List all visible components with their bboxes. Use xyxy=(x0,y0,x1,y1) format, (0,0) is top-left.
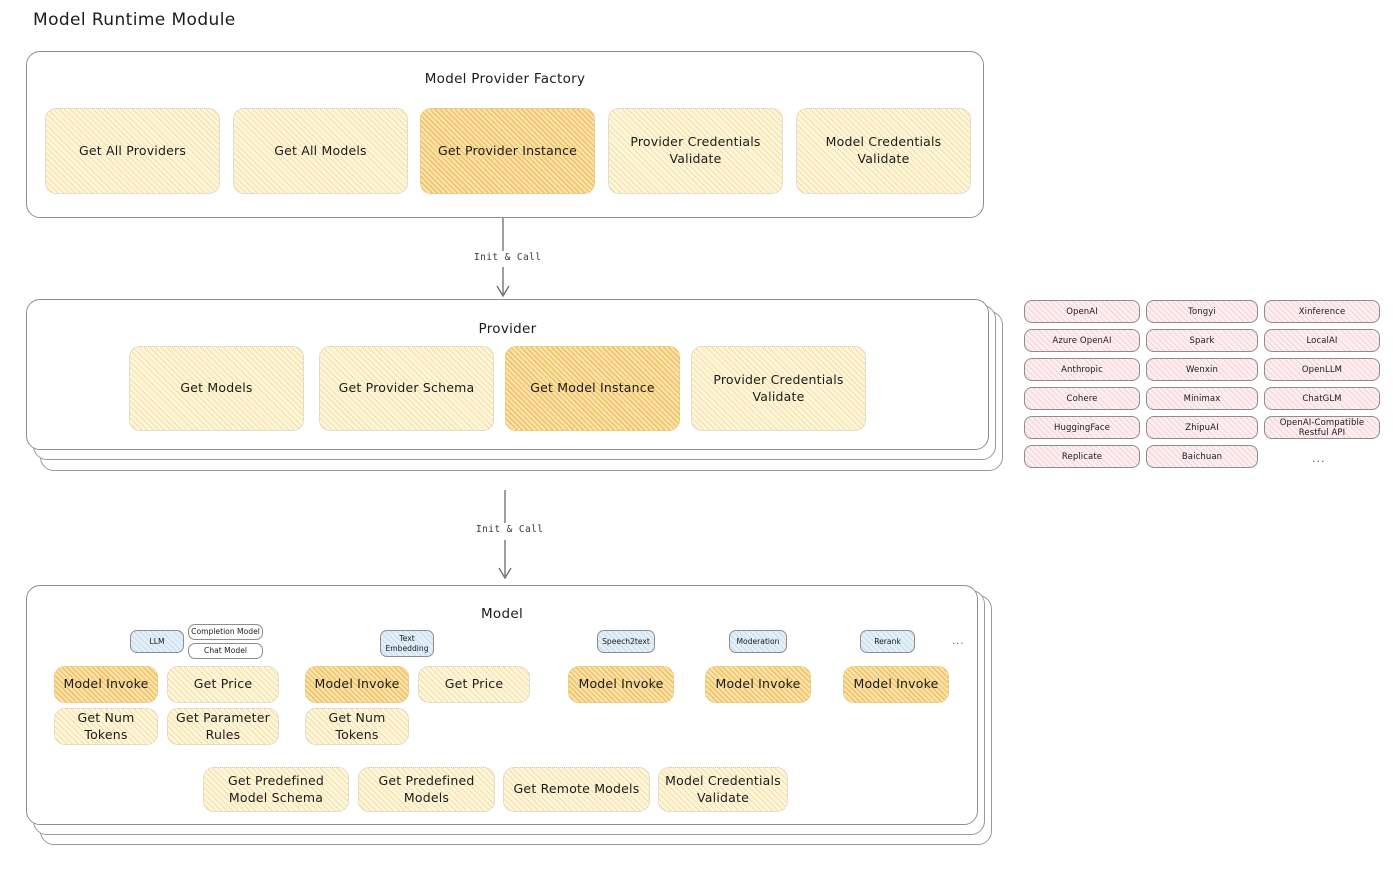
model-node-llm-get-num-tokens[interactable]: Get Num Tokens xyxy=(54,708,158,745)
model-node-text-embedding-get-num-tokens[interactable]: Get Num Tokens xyxy=(305,708,409,745)
model-type-badge-text-embedding[interactable]: Text Embedding xyxy=(380,630,434,657)
provider-node-get-model-instance[interactable]: Get Model Instance xyxy=(505,346,680,431)
provider-pill-openai-compatible-restful-api[interactable]: OpenAI-Compatible Restful API xyxy=(1264,416,1380,439)
provider-node-get-provider-schema[interactable]: Get Provider Schema xyxy=(319,346,494,431)
model-node-llm-get-price[interactable]: Get Price xyxy=(167,666,279,703)
connector-label-init-call-2: Init & Call xyxy=(473,523,547,536)
provider-pill-azure-openai[interactable]: Azure OpenAI xyxy=(1024,329,1140,352)
provider-list: OpenAI Azure OpenAI Anthropic Cohere Hug… xyxy=(1024,300,1380,475)
factory-node-model-credentials-validate[interactable]: Model Credentials Validate xyxy=(796,108,971,194)
provider-pill-openllm[interactable]: OpenLLM xyxy=(1264,358,1380,381)
model-node-speech2text-model-invoke[interactable]: Model Invoke xyxy=(568,666,674,703)
model-node-text-embedding-get-price[interactable]: Get Price xyxy=(418,666,530,703)
page-title: Model Runtime Module xyxy=(33,10,236,30)
provider-pill-tongyi[interactable]: Tongyi xyxy=(1146,300,1258,323)
model-node-llm-model-invoke[interactable]: Model Invoke xyxy=(54,666,158,703)
connector-factory-to-provider xyxy=(490,218,516,300)
provider-title: Provider xyxy=(478,321,537,337)
model-title: Model xyxy=(480,606,524,622)
provider-pill-cohere[interactable]: Cohere xyxy=(1024,387,1140,410)
model-node-get-predefined-models[interactable]: Get Predefined Models xyxy=(358,767,495,812)
model-type-subbadge-chat-model[interactable]: Chat Model xyxy=(188,643,263,659)
provider-pill-huggingface[interactable]: HuggingFace xyxy=(1024,416,1140,439)
provider-pill-xinference[interactable]: Xinference xyxy=(1264,300,1380,323)
provider-pill-replicate[interactable]: Replicate xyxy=(1024,445,1140,468)
model-type-badge-moderation[interactable]: Moderation xyxy=(729,630,787,653)
arrow-down-icon xyxy=(498,490,512,580)
provider-pill-localai[interactable]: LocalAI xyxy=(1264,329,1380,352)
model-card: Model LLM Completion Model Chat Model Mo… xyxy=(26,585,978,825)
model-type-badge-speech2text[interactable]: Speech2text xyxy=(597,630,655,653)
model-node-get-predefined-model-schema[interactable]: Get Predefined Model Schema xyxy=(203,767,349,812)
provider-pill-spark[interactable]: Spark xyxy=(1146,329,1258,352)
factory-title: Model Provider Factory xyxy=(424,71,586,87)
provider-pill-minimax[interactable]: Minimax xyxy=(1146,387,1258,410)
connector-label-init-call-1: Init & Call xyxy=(471,251,545,264)
factory-node-provider-credentials-validate[interactable]: Provider Credentials Validate xyxy=(608,108,783,194)
provider-list-ellipsis: ... xyxy=(1312,452,1326,465)
model-node-text-embedding-model-invoke[interactable]: Model Invoke xyxy=(305,666,409,703)
arrow-down-icon xyxy=(496,218,510,298)
provider-card: Provider Get Models Get Provider Schema … xyxy=(26,299,989,450)
model-type-badges-ellipsis: ... xyxy=(952,636,965,647)
model-type-badge-llm[interactable]: LLM xyxy=(130,630,184,653)
provider-pill-zhipuai[interactable]: ZhipuAI xyxy=(1146,416,1258,439)
connector-provider-to-model xyxy=(492,490,518,582)
model-node-get-remote-models[interactable]: Get Remote Models xyxy=(503,767,650,812)
model-node-llm-get-parameter-rules[interactable]: Get Parameter Rules xyxy=(167,708,279,745)
provider-pill-baichuan[interactable]: Baichuan xyxy=(1146,445,1258,468)
model-node-moderation-model-invoke[interactable]: Model Invoke xyxy=(705,666,811,703)
factory-node-get-all-models[interactable]: Get All Models xyxy=(233,108,408,194)
provider-pill-anthropic[interactable]: Anthropic xyxy=(1024,358,1140,381)
model-type-subbadge-completion-model[interactable]: Completion Model xyxy=(188,624,263,640)
provider-pill-chatglm[interactable]: ChatGLM xyxy=(1264,387,1380,410)
model-provider-factory-card: Model Provider Factory Get All Providers… xyxy=(26,51,984,218)
model-node-model-credentials-validate[interactable]: Model Credentials Validate xyxy=(658,767,788,812)
model-node-rerank-model-invoke[interactable]: Model Invoke xyxy=(843,666,949,703)
provider-node-provider-credentials-validate[interactable]: Provider Credentials Validate xyxy=(691,346,866,431)
provider-pill-openai[interactable]: OpenAI xyxy=(1024,300,1140,323)
factory-node-get-all-providers[interactable]: Get All Providers xyxy=(45,108,220,194)
provider-node-get-models[interactable]: Get Models xyxy=(129,346,304,431)
factory-node-get-provider-instance[interactable]: Get Provider Instance xyxy=(420,108,595,194)
provider-pill-wenxin[interactable]: Wenxin xyxy=(1146,358,1258,381)
model-type-badge-rerank[interactable]: Rerank xyxy=(860,630,915,653)
